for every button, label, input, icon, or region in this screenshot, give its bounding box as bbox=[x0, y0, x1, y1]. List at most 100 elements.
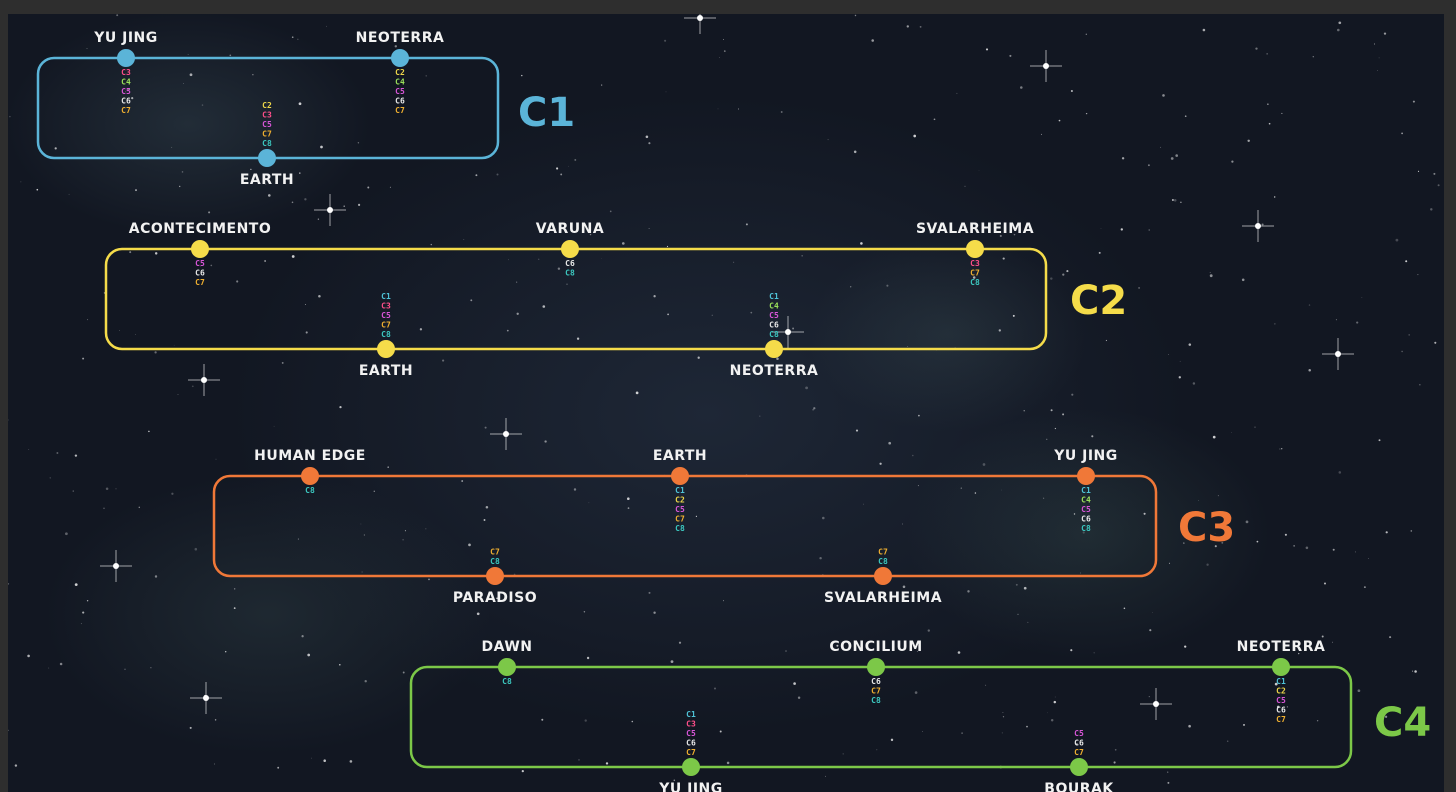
connection-tag: C7 bbox=[121, 106, 131, 115]
star bbox=[871, 39, 874, 42]
connection-tag: C5 bbox=[381, 311, 391, 320]
star bbox=[1214, 532, 1216, 534]
station-name: YU JING bbox=[93, 30, 158, 46]
star bbox=[1020, 86, 1023, 89]
star bbox=[974, 492, 977, 494]
station-dot[interactable] bbox=[1077, 467, 1095, 485]
star bbox=[1273, 196, 1276, 198]
station-dot[interactable] bbox=[486, 567, 504, 585]
star bbox=[1323, 582, 1327, 585]
connection-tag: C8 bbox=[490, 557, 500, 566]
station-name: HUMAN EDGE bbox=[254, 448, 366, 464]
star bbox=[320, 145, 323, 149]
star bbox=[125, 91, 126, 92]
star bbox=[521, 74, 523, 77]
connection-tag: C8 bbox=[565, 269, 575, 278]
connection-tag: C6 bbox=[871, 677, 881, 686]
station-dot[interactable] bbox=[966, 240, 984, 258]
star bbox=[1080, 572, 1081, 574]
station-dot[interactable] bbox=[301, 467, 319, 485]
star bbox=[389, 186, 391, 188]
star bbox=[1209, 274, 1213, 278]
station-dot[interactable] bbox=[377, 340, 395, 358]
star bbox=[521, 769, 524, 773]
station-dot[interactable] bbox=[874, 567, 892, 585]
star bbox=[508, 259, 509, 261]
bright-star bbox=[1030, 50, 1062, 82]
star bbox=[576, 337, 580, 340]
station-dot[interactable] bbox=[498, 658, 516, 676]
connection-tag: C8 bbox=[675, 524, 685, 533]
station-name: SVALARHEIMA bbox=[824, 590, 942, 606]
connection-tag: C7 bbox=[1074, 748, 1084, 757]
station-dot[interactable] bbox=[1070, 758, 1088, 776]
star bbox=[252, 74, 254, 76]
circuit-label: C3 bbox=[1178, 505, 1235, 551]
star bbox=[673, 779, 676, 782]
star bbox=[54, 147, 57, 150]
star bbox=[912, 454, 914, 457]
star bbox=[1202, 28, 1206, 32]
star bbox=[574, 158, 577, 161]
star bbox=[189, 726, 192, 729]
station-dot[interactable] bbox=[117, 49, 135, 67]
star bbox=[648, 591, 651, 594]
star bbox=[978, 169, 980, 171]
star bbox=[86, 48, 88, 49]
star bbox=[1015, 583, 1018, 586]
connection-tag: C2 bbox=[395, 68, 405, 77]
station-dot[interactable] bbox=[1272, 658, 1290, 676]
star bbox=[291, 201, 294, 204]
star bbox=[1082, 531, 1085, 534]
station-dot[interactable] bbox=[258, 149, 276, 167]
circuit-route bbox=[212, 474, 1158, 578]
star bbox=[1417, 170, 1420, 172]
station-dot[interactable] bbox=[765, 340, 783, 358]
station-dot[interactable] bbox=[391, 49, 409, 67]
star bbox=[234, 588, 236, 590]
station-dot[interactable] bbox=[671, 467, 689, 485]
star bbox=[484, 426, 487, 429]
star bbox=[27, 654, 30, 658]
star bbox=[1062, 273, 1065, 276]
star bbox=[1184, 645, 1187, 648]
connection-tag: C6 bbox=[395, 97, 405, 106]
station-dot[interactable] bbox=[682, 758, 700, 776]
connection-tag: C3 bbox=[121, 68, 131, 77]
star bbox=[281, 361, 284, 364]
bright-star bbox=[1140, 688, 1172, 720]
star bbox=[277, 766, 280, 769]
station-dot[interactable] bbox=[561, 240, 579, 258]
station-name: EARTH bbox=[359, 363, 413, 379]
star bbox=[177, 394, 179, 395]
star bbox=[1170, 157, 1174, 160]
star bbox=[1267, 103, 1269, 105]
star bbox=[148, 430, 150, 433]
star bbox=[1023, 586, 1027, 590]
star bbox=[1385, 531, 1388, 534]
station-dot[interactable] bbox=[867, 658, 885, 676]
station-dot[interactable] bbox=[191, 240, 209, 258]
star bbox=[1071, 393, 1074, 396]
star bbox=[1389, 636, 1392, 639]
bright-star bbox=[188, 364, 220, 396]
star bbox=[1002, 257, 1005, 260]
